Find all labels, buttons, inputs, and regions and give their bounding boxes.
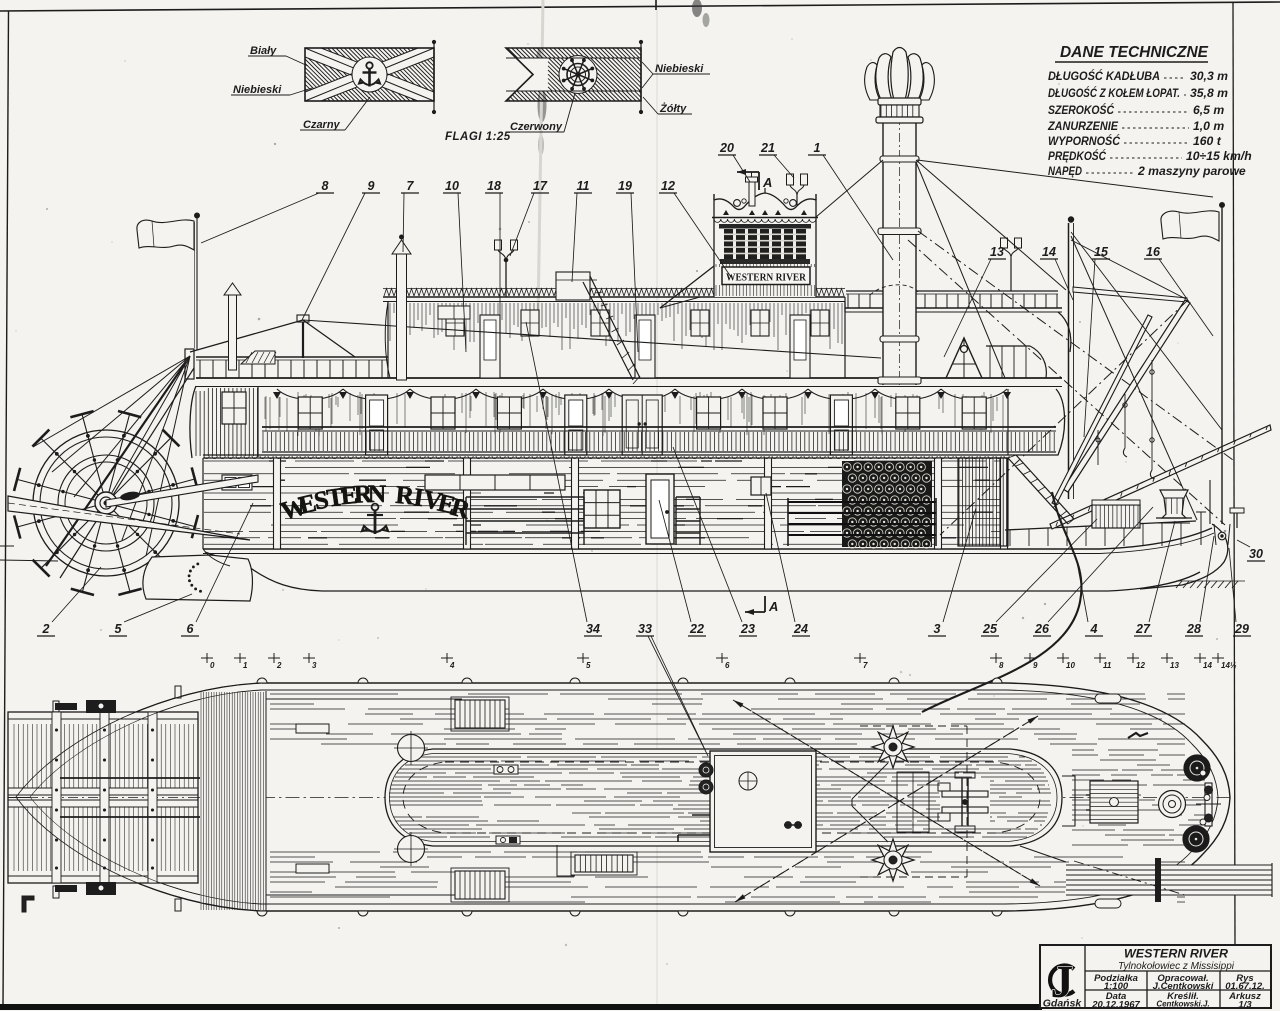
svg-text:FLAGI 1:25: FLAGI 1:25 (445, 131, 511, 143)
svg-text:1: 1 (814, 141, 821, 155)
svg-text:3: 3 (312, 661, 317, 670)
svg-text:11: 11 (1103, 661, 1112, 670)
svg-text:E: E (339, 480, 359, 510)
svg-text:Data: Data (1106, 991, 1127, 1002)
svg-text:7: 7 (407, 179, 415, 193)
svg-text:14: 14 (1042, 245, 1056, 259)
svg-text:01.67.12.: 01.67.12. (1225, 981, 1265, 992)
svg-text:11: 11 (577, 179, 590, 193)
svg-text:J: J (1051, 956, 1074, 1007)
svg-text:3: 3 (934, 622, 941, 636)
svg-text:13: 13 (1170, 661, 1179, 670)
svg-text:16: 16 (1146, 245, 1161, 259)
svg-text:S: S (312, 484, 331, 515)
svg-text:N: N (368, 479, 387, 508)
svg-text:DANE TECHNICZNE: DANE TECHNICZNE (1060, 44, 1209, 61)
svg-text:WYPORNOŚĆ: WYPORNOŚĆ (1048, 133, 1120, 148)
svg-text:22: 22 (689, 622, 704, 636)
svg-text:30: 30 (1249, 547, 1263, 561)
svg-text:E: E (296, 488, 319, 520)
svg-text:Opracował.: Opracował. (1157, 973, 1208, 984)
svg-text:DŁUGOŚĆ Z KOŁEM ŁOPAT.: DŁUGOŚĆ Z KOŁEM ŁOPAT. (1048, 85, 1180, 100)
svg-text:A: A (762, 175, 772, 190)
svg-text:R: R (394, 480, 416, 511)
svg-text:15: 15 (1094, 245, 1109, 259)
svg-text:23: 23 (740, 622, 755, 636)
svg-text:1:100: 1:100 (1104, 981, 1129, 992)
svg-text:26: 26 (1034, 622, 1050, 636)
svg-text:160 t: 160 t (1193, 134, 1222, 148)
svg-text:9: 9 (1033, 661, 1038, 670)
svg-text:SZEROKOŚĆ: SZEROKOŚĆ (1048, 102, 1114, 117)
svg-text:21: 21 (760, 141, 775, 155)
svg-text:NAPĘD: NAPĘD (1048, 164, 1082, 178)
svg-text:4: 4 (1090, 622, 1098, 636)
svg-text:1,0 m: 1,0 m (1193, 119, 1224, 133)
svg-text:1: 1 (243, 661, 248, 670)
svg-text:12: 12 (661, 179, 675, 193)
svg-text:Czarny: Czarny (303, 119, 341, 131)
svg-text:24: 24 (793, 622, 808, 636)
svg-text:4: 4 (449, 661, 455, 670)
svg-text:DŁUGOŚĆ KADŁUBA: DŁUGOŚĆ KADŁUBA (1048, 68, 1160, 83)
svg-text:6,5 m: 6,5 m (1193, 103, 1224, 117)
svg-text:18: 18 (487, 179, 501, 193)
svg-text:ZANURZENIE: ZANURZENIE (1047, 119, 1119, 133)
svg-text:10: 10 (445, 179, 459, 193)
svg-text:Niebieski: Niebieski (233, 84, 282, 96)
svg-text:1/3: 1/3 (1238, 1000, 1252, 1011)
svg-text:25: 25 (982, 622, 998, 636)
svg-text:WESTERN RIVER: WESTERN RIVER (1124, 947, 1228, 961)
svg-text:19: 19 (618, 179, 632, 193)
svg-text:20: 20 (719, 141, 734, 155)
svg-text:Gdańsk: Gdańsk (1043, 998, 1083, 1010)
svg-text:29: 29 (1234, 622, 1249, 636)
svg-text:0: 0 (210, 661, 215, 670)
svg-text:10÷15 km/h: 10÷15 km/h (1186, 149, 1252, 163)
svg-text:17: 17 (533, 179, 548, 193)
svg-text:14: 14 (1203, 661, 1212, 670)
svg-text:I: I (412, 482, 426, 512)
svg-text:A: A (768, 599, 778, 614)
svg-text:Kreślił.: Kreślił. (1167, 991, 1199, 1002)
svg-text:28: 28 (1186, 622, 1201, 636)
svg-text:Tylnokołowiec z Missisippi: Tylnokołowiec z Missisippi (1118, 961, 1235, 972)
svg-text:2: 2 (42, 622, 50, 636)
svg-text:27: 27 (1135, 622, 1151, 636)
svg-text:9: 9 (368, 179, 375, 193)
svg-text:5: 5 (115, 622, 123, 636)
svg-text:Podziałka: Podziałka (1094, 973, 1138, 984)
svg-text:Czerwony: Czerwony (510, 121, 563, 133)
svg-text:33: 33 (638, 622, 652, 636)
svg-text:Niebieski: Niebieski (655, 63, 704, 75)
svg-text:6: 6 (187, 622, 195, 636)
svg-text:2: 2 (276, 661, 282, 670)
svg-text:10: 10 (1066, 661, 1075, 670)
svg-text:PRĘDKOŚĆ: PRĘDKOŚĆ (1048, 148, 1106, 163)
svg-text:J.Centkowski: J.Centkowski (1153, 981, 1214, 992)
svg-text:T: T (325, 482, 346, 513)
svg-text:WESTERN RIVER: WESTERN RIVER (726, 272, 807, 284)
svg-text:Rys: Rys (1236, 973, 1253, 984)
svg-text:Biały: Biały (250, 45, 277, 57)
svg-text:8: 8 (322, 179, 329, 193)
svg-text:7: 7 (863, 661, 868, 670)
svg-text:8: 8 (999, 661, 1004, 670)
svg-text:Centkowski.J.: Centkowski.J. (1156, 1000, 1209, 1009)
svg-text:5: 5 (586, 661, 591, 670)
svg-text:2 maszyny parowe: 2 maszyny parowe (1137, 164, 1246, 178)
svg-text:12: 12 (1136, 661, 1145, 670)
svg-text:34: 34 (586, 622, 600, 636)
svg-text:Arkusz: Arkusz (1228, 991, 1261, 1002)
svg-text:20.12.1967: 20.12.1967 (1091, 1000, 1140, 1011)
svg-text:Żółty: Żółty (659, 102, 687, 115)
svg-text:14½: 14½ (1221, 661, 1237, 670)
svg-text:6: 6 (725, 661, 730, 670)
svg-text:13: 13 (990, 245, 1004, 259)
svg-text:35,8 m: 35,8 m (1190, 86, 1228, 100)
svg-text:E: E (435, 488, 458, 520)
svg-text:30,3 m: 30,3 m (1190, 69, 1228, 83)
svg-text:R: R (353, 479, 373, 509)
